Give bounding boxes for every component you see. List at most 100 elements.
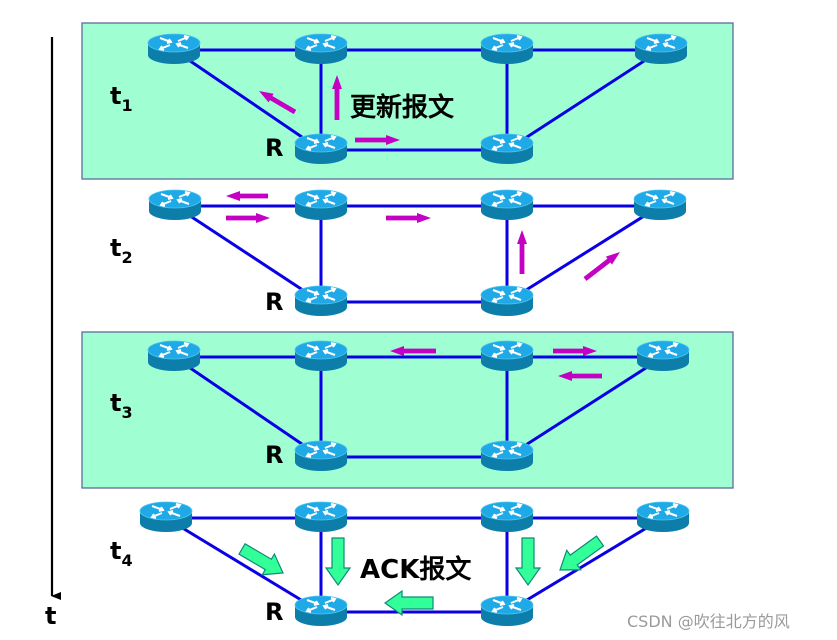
stage-time-label-sub: 1 bbox=[121, 96, 132, 115]
router-top bbox=[294, 340, 348, 360]
router-arrows-icon bbox=[491, 287, 523, 303]
router-top bbox=[147, 33, 201, 53]
ack-message-arrow bbox=[238, 543, 284, 576]
router-arrows-icon bbox=[305, 135, 337, 151]
router-arrows-icon bbox=[491, 191, 523, 207]
message-arrows bbox=[259, 75, 400, 145]
stage-time-label: t2 bbox=[110, 234, 133, 267]
router-TM bbox=[294, 33, 348, 64]
stage-t2: t2R bbox=[110, 189, 687, 316]
router-arrows-icon bbox=[491, 503, 523, 519]
update-message-arrow bbox=[332, 75, 342, 120]
router-top bbox=[636, 340, 690, 360]
link-BR-FR bbox=[506, 516, 664, 614]
router-arrows-icon bbox=[647, 342, 679, 358]
router-R-label: R bbox=[265, 598, 283, 626]
router-arrows-icon bbox=[644, 191, 676, 207]
router-top bbox=[634, 33, 688, 53]
router-FR bbox=[633, 189, 687, 220]
stage-time-label-main: t bbox=[110, 82, 121, 110]
link-BR-FR bbox=[506, 204, 661, 304]
update-message-arrow bbox=[226, 213, 270, 223]
router-top bbox=[633, 189, 687, 209]
router-top bbox=[294, 285, 348, 305]
router-top bbox=[294, 189, 348, 209]
router-arrows-icon bbox=[491, 442, 523, 458]
stage-time-label: t4 bbox=[110, 537, 133, 570]
ack-message-arrow bbox=[383, 589, 434, 617]
router-arrows-icon bbox=[158, 342, 190, 358]
router-top bbox=[480, 285, 534, 305]
router-top bbox=[294, 33, 348, 53]
update-message-arrow bbox=[390, 346, 436, 356]
router-R bbox=[294, 285, 348, 316]
update-message-arrow bbox=[386, 213, 431, 223]
ack-message-label: ACK报文 bbox=[360, 554, 472, 585]
link-TL-R bbox=[173, 48, 322, 152]
link-BR-FR bbox=[506, 355, 664, 459]
router-arrows-icon bbox=[305, 35, 337, 51]
stage-time-label-main: t bbox=[110, 537, 121, 565]
stage-time-label: t3 bbox=[110, 389, 133, 422]
router-arrows-icon bbox=[305, 442, 337, 458]
router-TR bbox=[480, 501, 534, 532]
router-top bbox=[294, 501, 348, 521]
router-FR bbox=[634, 33, 688, 64]
router-arrows-icon bbox=[305, 287, 337, 303]
router-R bbox=[294, 595, 348, 626]
router-arrows-icon bbox=[647, 503, 679, 519]
stage-time-label-sub: 3 bbox=[121, 403, 132, 422]
router-FR bbox=[636, 501, 690, 532]
link-TL-R bbox=[173, 355, 322, 459]
router-BR bbox=[480, 285, 534, 316]
router-R bbox=[294, 133, 348, 164]
update-message-arrow bbox=[259, 91, 297, 115]
router-arrows-icon bbox=[159, 191, 191, 207]
router-top bbox=[294, 440, 348, 460]
time-axis: t bbox=[45, 37, 61, 630]
router-TL bbox=[147, 340, 201, 371]
router-top bbox=[480, 340, 534, 360]
watermark: CSDN @吹往北方的风 bbox=[627, 612, 790, 631]
router-R-label: R bbox=[265, 441, 283, 469]
router-arrows-icon bbox=[491, 35, 523, 51]
router-arrows-icon bbox=[305, 503, 337, 519]
router-top bbox=[636, 501, 690, 521]
stage-time-label-sub: 4 bbox=[121, 551, 132, 570]
router-R bbox=[294, 440, 348, 471]
router-TL bbox=[147, 33, 201, 64]
router-arrows-icon bbox=[491, 135, 523, 151]
router-R-label: R bbox=[265, 288, 283, 316]
ack-message-arrow bbox=[324, 537, 352, 587]
stage-time-label: t1 bbox=[110, 82, 133, 115]
update-message-arrow bbox=[517, 230, 527, 274]
time-axis-label: t bbox=[45, 602, 56, 630]
router-BR bbox=[480, 595, 534, 626]
router-TL bbox=[139, 501, 193, 532]
stage-time-label-main: t bbox=[110, 234, 121, 262]
router-top bbox=[294, 133, 348, 153]
router-arrows-icon bbox=[305, 342, 337, 358]
router-TR bbox=[480, 340, 534, 371]
router-top bbox=[480, 440, 534, 460]
update-message-arrow bbox=[553, 346, 597, 356]
ack-message-arrow bbox=[514, 537, 542, 587]
router-arrows-icon bbox=[491, 342, 523, 358]
router-arrows-icon bbox=[305, 597, 337, 613]
router-TM bbox=[294, 501, 348, 532]
link-BR-FR bbox=[506, 48, 662, 152]
stage-t4: t4R ACK报文 bbox=[110, 501, 690, 626]
link-TL-R bbox=[174, 204, 322, 304]
router-BR bbox=[480, 440, 534, 471]
stage-t3: t3R bbox=[81, 331, 734, 489]
router-arrows-icon bbox=[491, 597, 523, 613]
message-arrows bbox=[226, 191, 621, 281]
router-R-label: R bbox=[265, 134, 283, 162]
router-TL bbox=[148, 189, 202, 220]
router-arrows-icon bbox=[645, 35, 677, 51]
stage-time-label-sub: 2 bbox=[121, 248, 132, 267]
message-arrows bbox=[390, 346, 602, 381]
router-top bbox=[480, 133, 534, 153]
stage-time-label-main: t bbox=[110, 389, 121, 417]
